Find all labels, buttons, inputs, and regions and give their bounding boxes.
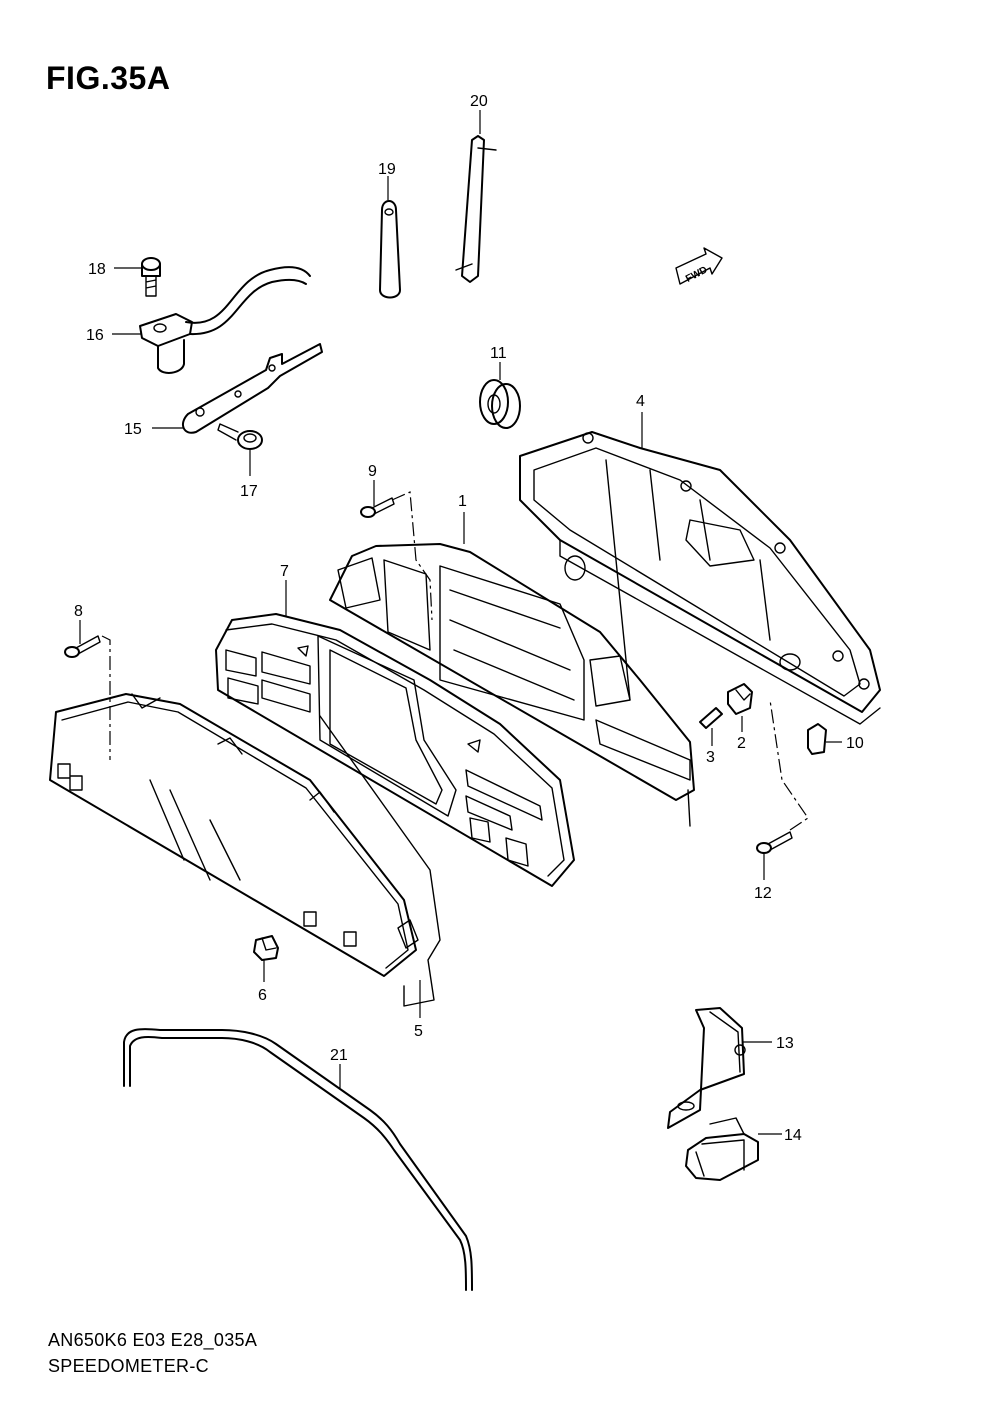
callout-17: 17 xyxy=(240,483,258,500)
part-9-screw[interactable] xyxy=(360,497,395,518)
callout-9: 9 xyxy=(368,463,377,480)
callout-14: 14 xyxy=(784,1127,802,1144)
part-5-lens-case[interactable] xyxy=(49,693,441,1007)
part-15-bracket[interactable] xyxy=(181,343,323,434)
part-18-bolt[interactable] xyxy=(141,257,161,297)
callout-20: 20 xyxy=(470,93,488,110)
callout-18: 18 xyxy=(88,261,106,278)
part-16-speed-sensor[interactable] xyxy=(139,266,311,374)
part-21-harness[interactable] xyxy=(123,1028,473,1291)
callout-7: 7 xyxy=(280,563,289,580)
part-3-bulb[interactable] xyxy=(699,707,723,729)
part-7-front-panel[interactable] xyxy=(215,613,575,887)
fwd-label: FWD xyxy=(684,265,709,285)
part-17-bolt[interactable] xyxy=(217,423,263,450)
part-10-cap[interactable] xyxy=(807,723,827,755)
part-12-screw[interactable] xyxy=(756,831,793,854)
callout-16: 16 xyxy=(86,327,104,344)
part-1-meter-body[interactable] xyxy=(329,543,695,827)
part-6-clip[interactable] xyxy=(253,935,279,961)
part-20-clip[interactable] xyxy=(455,135,497,283)
callout-1: 1 xyxy=(458,493,467,510)
part-2-bulb-socket[interactable] xyxy=(727,683,753,715)
diagram-code: AN650K6 E03 E28_035A xyxy=(48,1330,258,1350)
callout-2: 2 xyxy=(737,735,746,752)
part-11-grommet[interactable] xyxy=(479,379,521,429)
callout-4: 4 xyxy=(636,393,645,410)
callout-3: 3 xyxy=(706,749,715,766)
part-13-bracket[interactable] xyxy=(667,1007,746,1129)
callouts: 1 2 3 4 5 6 7 8 9 10 11 12 13 xyxy=(74,93,864,1144)
callout-6: 6 xyxy=(258,987,267,1004)
assembly-lines xyxy=(101,491,809,831)
figure-title: FIG.35A xyxy=(46,60,171,96)
part-4-rear-case[interactable] xyxy=(519,431,881,725)
callout-5: 5 xyxy=(414,1023,423,1040)
callout-10: 10 xyxy=(846,735,864,752)
callout-11: 11 xyxy=(490,345,507,362)
part-19-clip[interactable] xyxy=(379,200,401,299)
callout-15: 15 xyxy=(124,421,142,438)
callout-12: 12 xyxy=(754,885,772,902)
part-14-connector[interactable] xyxy=(685,1117,759,1181)
part-8-screw[interactable] xyxy=(64,635,101,658)
callout-21: 21 xyxy=(330,1047,348,1064)
diagram-caption: SPEEDOMETER-C xyxy=(48,1356,209,1376)
fwd-arrow-icon: FWD xyxy=(675,247,723,285)
callout-13: 13 xyxy=(776,1035,794,1052)
callout-19: 19 xyxy=(378,161,396,178)
callout-8: 8 xyxy=(74,603,83,620)
